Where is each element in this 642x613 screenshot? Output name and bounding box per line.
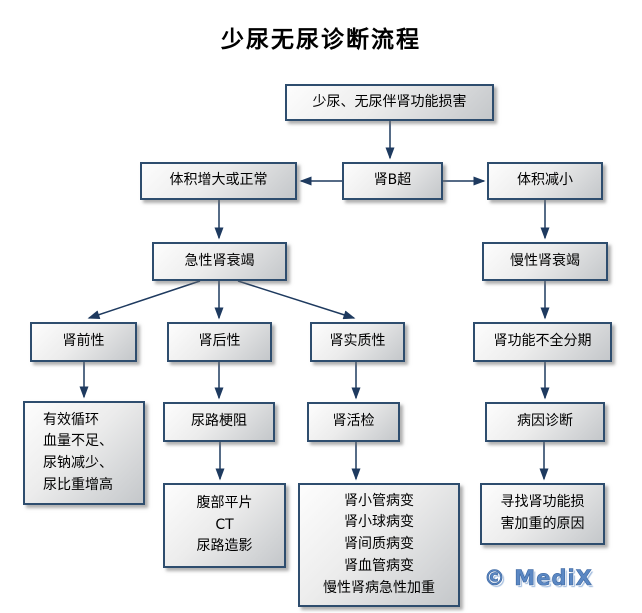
flow-node-oliguria-root: 少尿、无尿伴肾功能损害 xyxy=(285,84,494,121)
flow-node-chronic-renal-failure: 慢性肾衰竭 xyxy=(482,242,608,281)
flow-node-renal-ultrasound: 肾B超 xyxy=(342,162,443,200)
flow-node-renal-parenchymal: 肾实质性 xyxy=(310,322,405,362)
flow-edge-acute-renal-failure-to-prerenal xyxy=(87,280,201,319)
flow-node-acute-renal-failure: 急性肾衰竭 xyxy=(152,242,287,281)
flow-node-find-aggravating-cause: 寻找肾功能损 害加重的原因 xyxy=(480,483,605,545)
flow-node-volume-reduced: 体积减小 xyxy=(487,162,603,200)
flow-node-effective-circulation: 有效循环 血量不足、 尿钠减少、 尿比重增高 xyxy=(23,401,145,505)
flow-node-abdominal-imaging: 腹部平片 CT 尿路造影 xyxy=(163,483,286,568)
page-title: 少尿无尿诊断流程 xyxy=(221,27,421,53)
flow-edge-acute-renal-failure-to-renal-parenchymal xyxy=(237,280,356,320)
flow-node-volume-enlarged-or-normal: 体积增大或正常 xyxy=(140,162,297,200)
flow-node-renal-insufficiency-staging: 肾功能不全分期 xyxy=(473,322,612,362)
flow-node-renal-biopsy: 肾活检 xyxy=(307,402,400,442)
flow-node-prerenal: 肾前性 xyxy=(30,322,137,362)
flow-node-postrenal: 肾后性 xyxy=(167,322,272,362)
medix-watermark: © MediX xyxy=(484,566,593,591)
flow-node-parenchymal-lesions: 肾小管病变 肾小球病变 肾间质病变 肾血管病变 慢性肾病急性加重 xyxy=(298,483,460,607)
flow-node-urinary-tract-obstruction: 尿路梗阻 xyxy=(163,402,275,442)
flow-node-etiology-diagnosis: 病因诊断 xyxy=(485,402,605,442)
